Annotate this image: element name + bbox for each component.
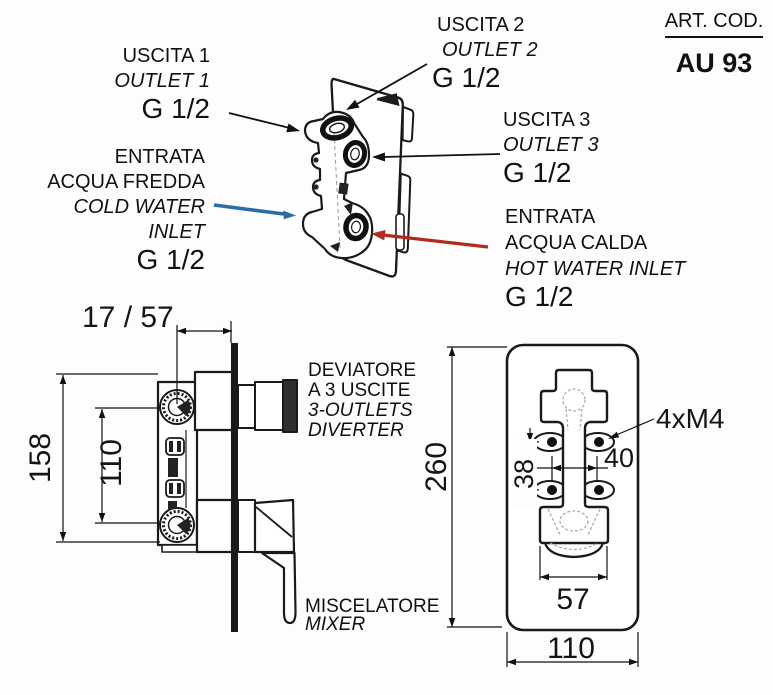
iso-front-port-upper (342, 140, 368, 168)
label-diverter: DEVIATORE A 3 USCITE 3-OUTLETS DIVERTER (308, 360, 417, 441)
dim-plate-height: 260 (420, 441, 453, 493)
outlet2-thread-size: G 1/2 (432, 62, 501, 93)
dim-plate-width: 110 (547, 632, 595, 665)
front-screws (547, 437, 604, 495)
outlet3-thread-size: G 1/2 (503, 157, 572, 188)
hot-inlet-thread-size: G 1/2 (505, 281, 574, 312)
dim-110-side-lines (95, 407, 160, 524)
front-spine (538, 368, 610, 545)
dim-screw-spacing-h: 40 (604, 443, 635, 473)
front-screw-lugs (533, 432, 615, 500)
cold-water-arrow (213, 203, 296, 220)
screw-spec-leader (608, 418, 655, 439)
iso-plate-bevel (376, 94, 400, 106)
dim-110-front-lines (506, 632, 639, 667)
label-outlet3: USCITA 3 OUTLET 3 G 1/2 (503, 109, 599, 188)
iso-tab-slot (395, 213, 405, 251)
label-cold-inlet: ENTRATA ACQUA FREDDA COLD WATER INLET G … (47, 146, 205, 275)
side-port-column (165, 430, 187, 509)
iso-tab-upper (401, 106, 415, 143)
side-cartridge-bottom (195, 498, 234, 554)
label-outlet2: USCITA 2 OUTLET 2 G 1/2 (432, 14, 538, 93)
label-hot-inlet: ENTRATA ACQUA CALDA HOT WATER INLET G 1/… (505, 206, 686, 312)
dim-cutout-width: 57 (556, 583, 590, 616)
outlet1-thread-size: G 1/2 (141, 93, 210, 124)
side-view (56, 321, 298, 632)
outlet3-arrow (372, 152, 501, 162)
iso-top-port (320, 115, 354, 141)
screw-spec: 4xM4 (656, 403, 725, 434)
side-knob-bottom (159, 507, 195, 543)
dim-158-lines (56, 373, 160, 543)
side-mixer-handle (237, 498, 297, 625)
article-code-label: ART. COD. (664, 10, 764, 38)
label-mixer: MISCELATORE MIXER (305, 596, 440, 635)
article-code-block: ART. COD. AU 93 (658, 10, 770, 79)
dim-57-lines (539, 546, 608, 581)
side-diverter-knob (237, 379, 298, 433)
front-ghost-details (547, 388, 601, 551)
dim-depth-lines (176, 321, 232, 404)
hot-water-arrow (371, 230, 489, 249)
label-outlet1: USCITA 1 OUTLET 1 G 1/2 (114, 45, 210, 124)
dim-260-lines (447, 346, 507, 628)
dim-centers-distance: 110 (95, 439, 128, 487)
dim-40-lines (536, 456, 608, 481)
side-wall-plate (231, 343, 238, 632)
iso-leader-arrows (213, 63, 501, 249)
front-view (447, 343, 655, 667)
dim-screw-spacing-v: 38 (509, 439, 539, 509)
dim-depth: 17 / 57 (82, 301, 174, 334)
outlet2-arrow (346, 63, 428, 110)
side-cartridge-top (193, 370, 234, 432)
iso-front-port-lower (343, 212, 369, 242)
isometric-view (301, 77, 415, 278)
dim-body-height: 158 (24, 432, 57, 484)
cold-inlet-thread-size: G 1/2 (136, 244, 205, 275)
article-code-value: AU 93 (675, 48, 753, 78)
outlet1-arrow (228, 112, 300, 133)
